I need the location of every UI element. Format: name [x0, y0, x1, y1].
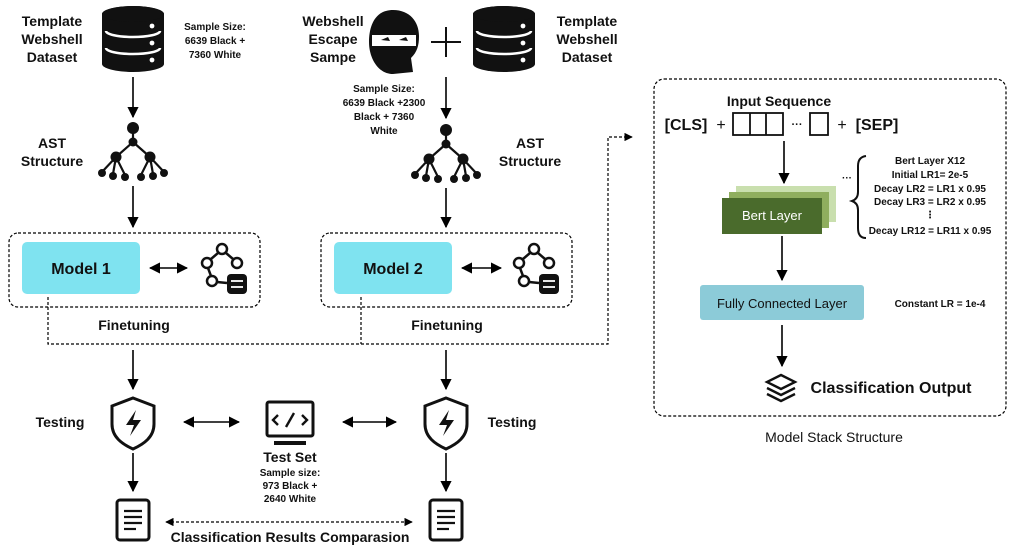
model-2-box[interactable] — [334, 242, 452, 294]
bert-note: ⋮ — [925, 210, 935, 221]
sep-token: [SEP] — [856, 117, 899, 134]
ast-label: Structure — [499, 153, 561, 169]
escape-sample-size: Sample Size: 6639 Black +2300 Black + 73… — [343, 84, 426, 137]
bert-layer-stack[interactable]: Bert Layer — [722, 186, 836, 234]
code-monitor-icon — [265, 400, 315, 445]
ast-label: Structure — [21, 153, 83, 169]
model-1-group-border — [8, 232, 261, 308]
model-stack-caption: Model Stack Structure — [765, 429, 903, 445]
model-network-icon — [200, 242, 247, 294]
ast-tree-icon — [98, 122, 168, 181]
sample-size-line: Sample Size: — [353, 84, 415, 95]
model-network-icon — [512, 242, 559, 294]
left-dataset-sample-size: Sample Size: 6639 Black + 7360 White — [184, 22, 246, 61]
left-dataset-title-line: Dataset — [27, 49, 78, 65]
right-dataset-title-line: Template — [557, 13, 618, 29]
sample-size-line: Black + 7360 — [354, 112, 415, 123]
finetuning-label: Finetuning — [411, 317, 483, 333]
escape-title-line: Escape — [308, 31, 357, 47]
dotted-connector — [47, 132, 633, 345]
model-1-box[interactable] — [22, 242, 140, 294]
ninja-icon — [369, 10, 419, 74]
bert-note: Decay LR12 = LR11 x 0.95 — [869, 226, 992, 237]
sample-size-line: Sample size: — [260, 468, 321, 479]
token-boxes — [732, 112, 829, 136]
model-1-label: Model 1 — [51, 261, 111, 278]
right-dataset-title-line: Dataset — [562, 49, 613, 65]
left-dataset-title: Template Webshell Dataset — [21, 13, 82, 65]
escape-title-line: Sampe — [310, 49, 356, 65]
sample-size-line: White — [370, 126, 398, 137]
fc-label: Fully Connected Layer — [717, 296, 848, 311]
database-icon — [102, 6, 164, 72]
bert-layer-label: Bert Layer — [742, 208, 803, 223]
ast-tree-icon — [411, 124, 481, 183]
ast-label: AST — [516, 135, 544, 151]
database-icon — [473, 6, 535, 72]
ast-label: AST — [38, 135, 66, 151]
plus-icon — [431, 27, 461, 57]
testing-label: Testing — [488, 414, 537, 430]
plus-sign: + — [837, 117, 846, 134]
bert-note: Initial LR1= 2e-5 — [892, 170, 969, 181]
sample-size-line: Sample Size: — [184, 22, 246, 33]
test-set-title: Test Set — [263, 449, 317, 465]
sample-size-line: 2640 White — [264, 494, 317, 505]
left-dataset-title-line: Webshell — [21, 31, 82, 47]
sample-size-line: 6639 Black + — [185, 36, 245, 47]
escape-title-line: Webshell — [302, 13, 363, 29]
right-dataset-title: Template Webshell Dataset — [556, 13, 617, 65]
sample-size-line: 973 Black + — [263, 481, 318, 492]
bert-note: Bert Layer X12 — [895, 156, 965, 167]
testing-label: Testing — [36, 414, 85, 430]
model-2-label: Model 2 — [363, 261, 423, 278]
comparison-label: Classification Results Comparasion — [171, 529, 410, 545]
plus-sign: + — [716, 117, 725, 134]
classification-output-label: Classification Output — [811, 380, 973, 397]
sample-size-line: 7360 White — [189, 50, 242, 61]
finetuning-label: Finetuning — [98, 317, 170, 333]
fully-connected-layer-box[interactable] — [700, 285, 864, 320]
escape-sample-title: Webshell Escape Sampe — [302, 13, 363, 65]
model-2-group-border — [320, 232, 573, 308]
cls-token: [CLS] — [665, 117, 708, 134]
model-stack-border — [653, 78, 1007, 417]
bert-note: Decay LR2 = LR1 x 0.95 — [874, 184, 986, 195]
left-dataset-title-line: Template — [22, 13, 83, 29]
shield-icon — [423, 396, 469, 451]
brace — [848, 155, 867, 239]
input-sequence-title: Input Sequence — [727, 93, 831, 109]
token-ellipsis: ··· — [792, 119, 803, 131]
sample-size-line: 6639 Black +2300 — [343, 98, 426, 109]
shield-icon — [110, 396, 156, 451]
bert-notes: Bert Layer X12 Initial LR1= 2e-5 Decay L… — [869, 156, 992, 237]
bert-dots: ··· — [842, 173, 852, 184]
document-icon — [428, 498, 464, 542]
layers-icon — [764, 373, 798, 403]
bert-note: Decay LR3 = LR2 x 0.95 — [874, 197, 986, 208]
fc-note: Constant LR = 1e-4 — [895, 299, 986, 310]
document-icon — [115, 498, 151, 542]
right-dataset-title-line: Webshell — [556, 31, 617, 47]
